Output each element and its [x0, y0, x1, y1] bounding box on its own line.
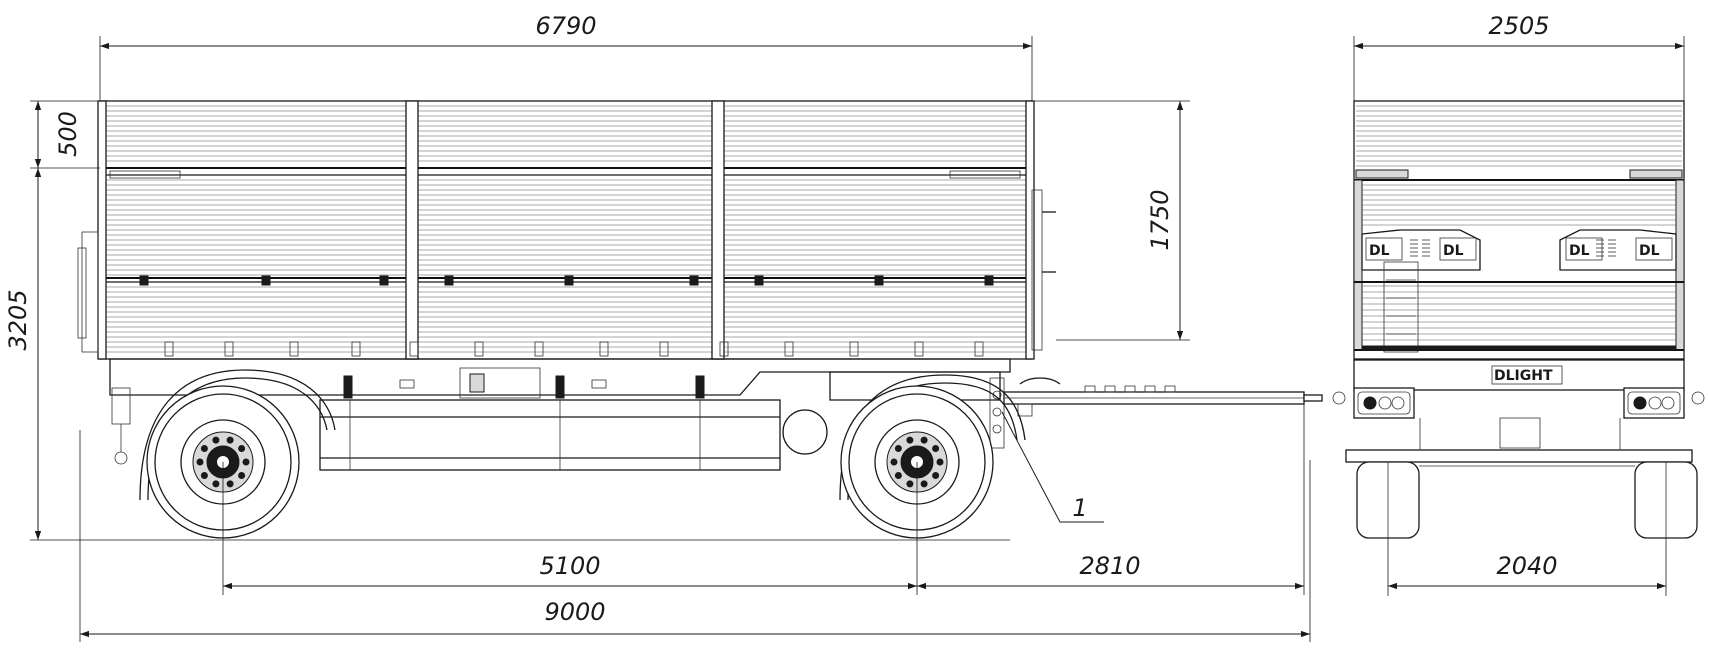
rear-bumper — [1345, 449, 1693, 463]
dim-2505: 2505 — [1488, 12, 1549, 40]
dim-2040: 2040 — [1496, 552, 1557, 580]
rear-view: DL DL DL DL DLIGHT — [1332, 100, 1705, 539]
drawbar — [1003, 377, 1323, 417]
lower-side-slats — [106, 179, 1026, 276]
dim-2810: 2810 — [1079, 552, 1140, 580]
wheel-lugs — [890, 436, 944, 488]
rear-vents — [1410, 239, 1616, 257]
dim-9000: 9000 — [544, 598, 605, 626]
side-post — [711, 100, 725, 360]
side-latches — [139, 275, 994, 286]
rear-plate-right-text: DL — [1569, 243, 1590, 259]
side-guard — [319, 399, 781, 471]
callout-1: 1 — [1072, 494, 1087, 522]
side-view — [77, 100, 1323, 539]
dim-3205: 3205 — [4, 289, 32, 350]
rear-ladder — [1383, 261, 1419, 353]
dim-1750: 1750 — [1146, 189, 1174, 250]
dimension-lines: 6790 2505 500 3205 1750 5100 2810 — [4, 12, 1685, 642]
wheel-lugs — [196, 436, 250, 488]
rear-plate-left-text: DL — [1369, 243, 1390, 259]
upper-side-slats — [106, 105, 1026, 162]
chassis — [109, 358, 1011, 471]
drawbar-bolts — [1084, 385, 1176, 393]
spare-tank — [782, 409, 828, 455]
side-post — [97, 100, 107, 360]
dim-5100: 5100 — [539, 552, 600, 580]
dim-500: 500 — [54, 111, 82, 157]
cargo-body — [77, 100, 1056, 360]
bottom-side-slats — [106, 286, 1026, 353]
rear-plate-left2-text: DL — [1443, 243, 1464, 259]
rear-lower-slats — [1362, 184, 1676, 341]
dim-6790: 6790 — [535, 12, 596, 40]
rear-logo: DLIGHT — [1494, 368, 1553, 384]
side-hinges — [164, 341, 984, 357]
side-post — [1025, 100, 1035, 360]
rear-fender — [139, 369, 336, 501]
rear-plate-right2-text: DL — [1639, 243, 1660, 259]
side-post — [405, 100, 419, 360]
rear-upper-slats — [1356, 105, 1682, 167]
